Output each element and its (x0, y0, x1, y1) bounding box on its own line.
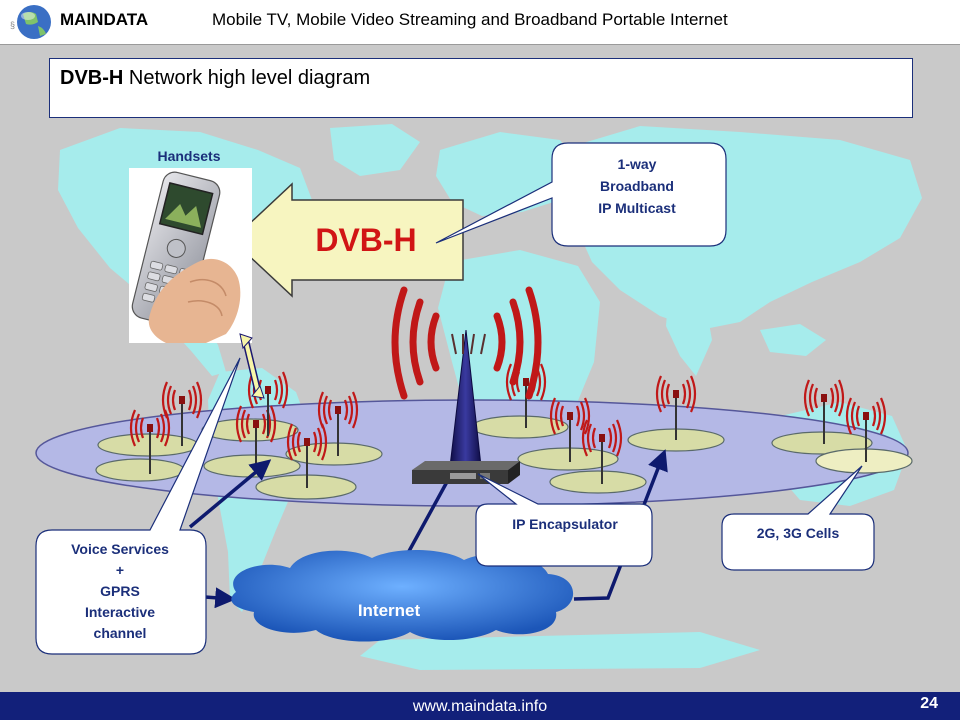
callout-cells-label: 2G, 3G Cells (757, 525, 840, 541)
globe-logo-icon: § (10, 5, 51, 39)
callout-broadband-line-1: 1-way (618, 156, 657, 172)
callout-broadband-line-2: Broadband (600, 178, 674, 194)
cell-ellipses (95, 415, 913, 500)
slide-title-rest: Network high level diagram (123, 67, 371, 89)
radio-waves-icon (391, 286, 542, 400)
dvbh-arrow-label: DVB-H (315, 222, 416, 258)
svg-text:§: § (10, 20, 15, 30)
dvbh-arrow: DVB-H (230, 182, 464, 298)
header-subtitle: Mobile TV, Mobile Video Streaming and Br… (212, 10, 728, 29)
callout-cells: 2G, 3G Cells (721, 465, 875, 571)
callout-voice-line-1: Voice Services (71, 541, 169, 557)
slide-title: DVB-H Network high level diagram (60, 67, 370, 90)
footer-bar: www.maindata.info 24 (0, 692, 960, 720)
connection-lines (188, 449, 668, 609)
handset-link-arrow (239, 333, 265, 399)
callout-voice-line-4: Interactive (85, 604, 155, 620)
footer-url: www.maindata.info (412, 698, 548, 715)
callout-broadband: 1-way Broadband IP Multicast (435, 142, 727, 247)
callout-broadband-line-3: IP Multicast (598, 200, 676, 216)
callout-voice-line-2: + (116, 562, 124, 578)
page-number: 24 (920, 695, 938, 712)
dvbh-broadcast-tower (391, 286, 542, 476)
slide-title-box: DVB-H Network high level diagram (49, 58, 913, 118)
slide-title-bold: DVB-H (60, 67, 124, 89)
callout-ip-encapsulator-label: IP Encapsulator (512, 516, 618, 532)
handset-photo (129, 168, 252, 343)
callout-voice-line-3: GPRS (100, 583, 140, 599)
brand-name: MAINDATA (60, 10, 149, 29)
ip-encapsulator-device (412, 461, 520, 484)
callout-voice-line-5: channel (94, 625, 147, 641)
handsets-label: Handsets (157, 148, 220, 164)
callout-ip-encapsulator: IP Encapsulator (475, 473, 653, 567)
internet-label: Internet (358, 601, 421, 620)
internet-cloud: Internet (231, 549, 574, 642)
header-bar: § MAINDATA Mobile TV, Mobile Video Strea… (0, 0, 960, 45)
callout-voice-services: Voice Services + GPRS Interactive channe… (35, 357, 241, 655)
